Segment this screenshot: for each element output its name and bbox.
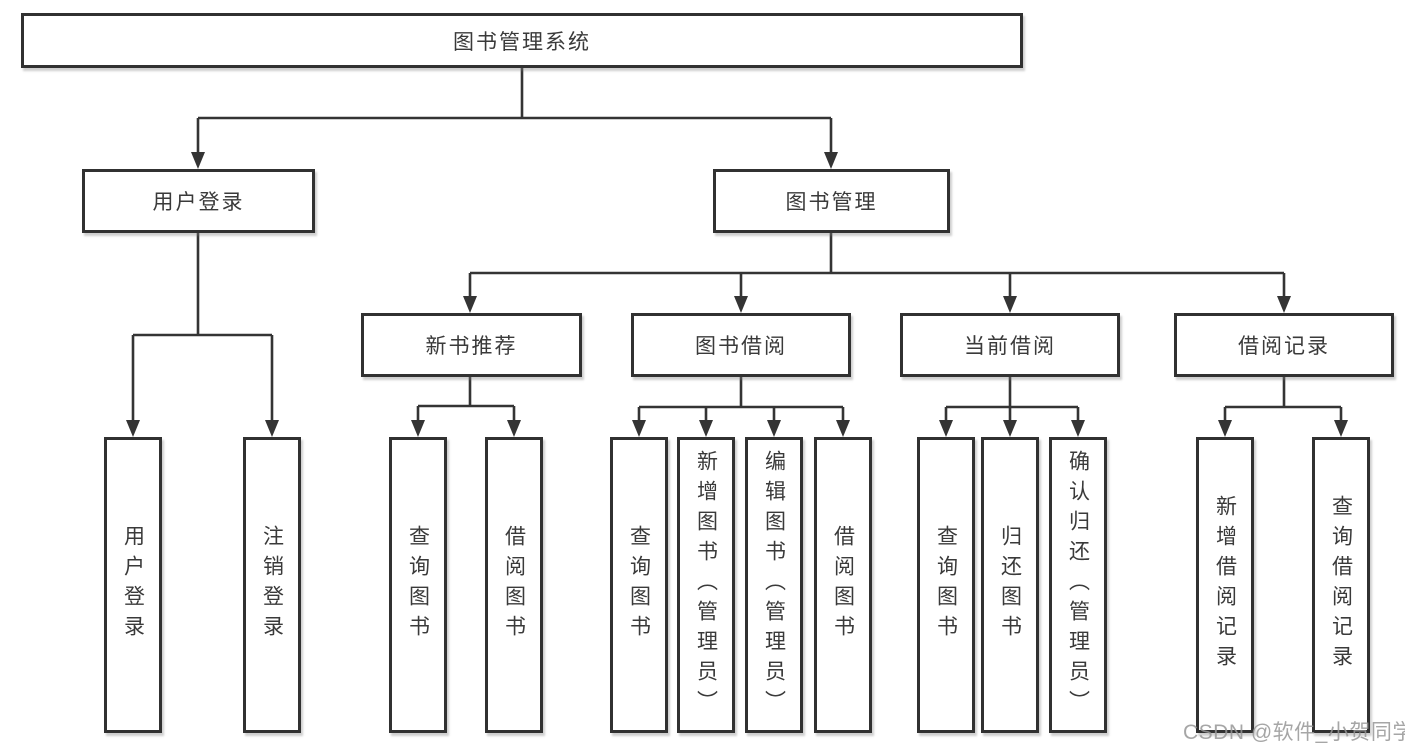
leaf-label: 新增图书（管理员） [694, 450, 718, 720]
leaf-label: 用户登录 [121, 525, 145, 645]
leaf-borrow-books-recommend: 借阅图书 [485, 437, 543, 733]
leaf-query-books-recommend: 查询图书 [389, 437, 447, 733]
leaf-label: 查询借阅记录 [1329, 495, 1353, 675]
leaf-label: 查询图书 [406, 525, 430, 645]
node-current-borrowing: 当前借阅 [900, 313, 1120, 377]
leaf-query-borrow-record: 查询借阅记录 [1312, 437, 1370, 733]
leaf-label: 借阅图书 [831, 525, 855, 645]
leaf-label: 新增借阅记录 [1213, 495, 1237, 675]
leaf-add-books-admin: 新增图书（管理员） [677, 437, 735, 733]
leaf-label: 借阅图书 [502, 525, 526, 645]
leaf-return-books: 归还图书 [981, 437, 1039, 733]
node-label: 图书管理系统 [453, 30, 591, 54]
leaf-label: 注销登录 [260, 525, 284, 645]
leaf-query-books-current: 查询图书 [917, 437, 975, 733]
node-label: 当前借阅 [964, 335, 1056, 358]
leaf-label: 查询图书 [934, 525, 958, 645]
node-borrowing-records: 借阅记录 [1174, 313, 1394, 377]
leaf-confirm-return-admin: 确认归还（管理员） [1049, 437, 1107, 733]
node-label: 新书推荐 [425, 335, 518, 358]
leaf-edit-books-admin: 编辑图书（管理员） [745, 437, 803, 733]
leaf-user-login: 用户登录 [104, 437, 162, 733]
csdn-watermark: CSDN @软件_小贺同学 [1183, 721, 1405, 744]
leaf-query-books-borrowing: 查询图书 [610, 437, 668, 733]
node-label: 图书管理 [785, 191, 878, 214]
node-book-management: 图书管理 [713, 169, 950, 233]
leaf-logout: 注销登录 [243, 437, 301, 733]
node-user-login: 用户登录 [82, 169, 315, 233]
leaf-borrow-books: 借阅图书 [814, 437, 872, 733]
leaf-label: 编辑图书（管理员） [762, 450, 786, 720]
node-label: 图书借阅 [695, 335, 787, 358]
node-new-book-recommendation: 新书推荐 [361, 313, 582, 377]
node-label: 借阅记录 [1238, 335, 1330, 358]
leaf-label: 确认归还（管理员） [1066, 450, 1090, 720]
leaf-label: 查询图书 [627, 525, 651, 645]
node-book-borrowing: 图书借阅 [631, 313, 851, 377]
node-library-management-system: 图书管理系统 [21, 13, 1023, 68]
leaf-add-borrow-record: 新增借阅记录 [1196, 437, 1254, 733]
node-label: 用户登录 [152, 191, 245, 214]
leaf-label: 归还图书 [998, 525, 1022, 645]
